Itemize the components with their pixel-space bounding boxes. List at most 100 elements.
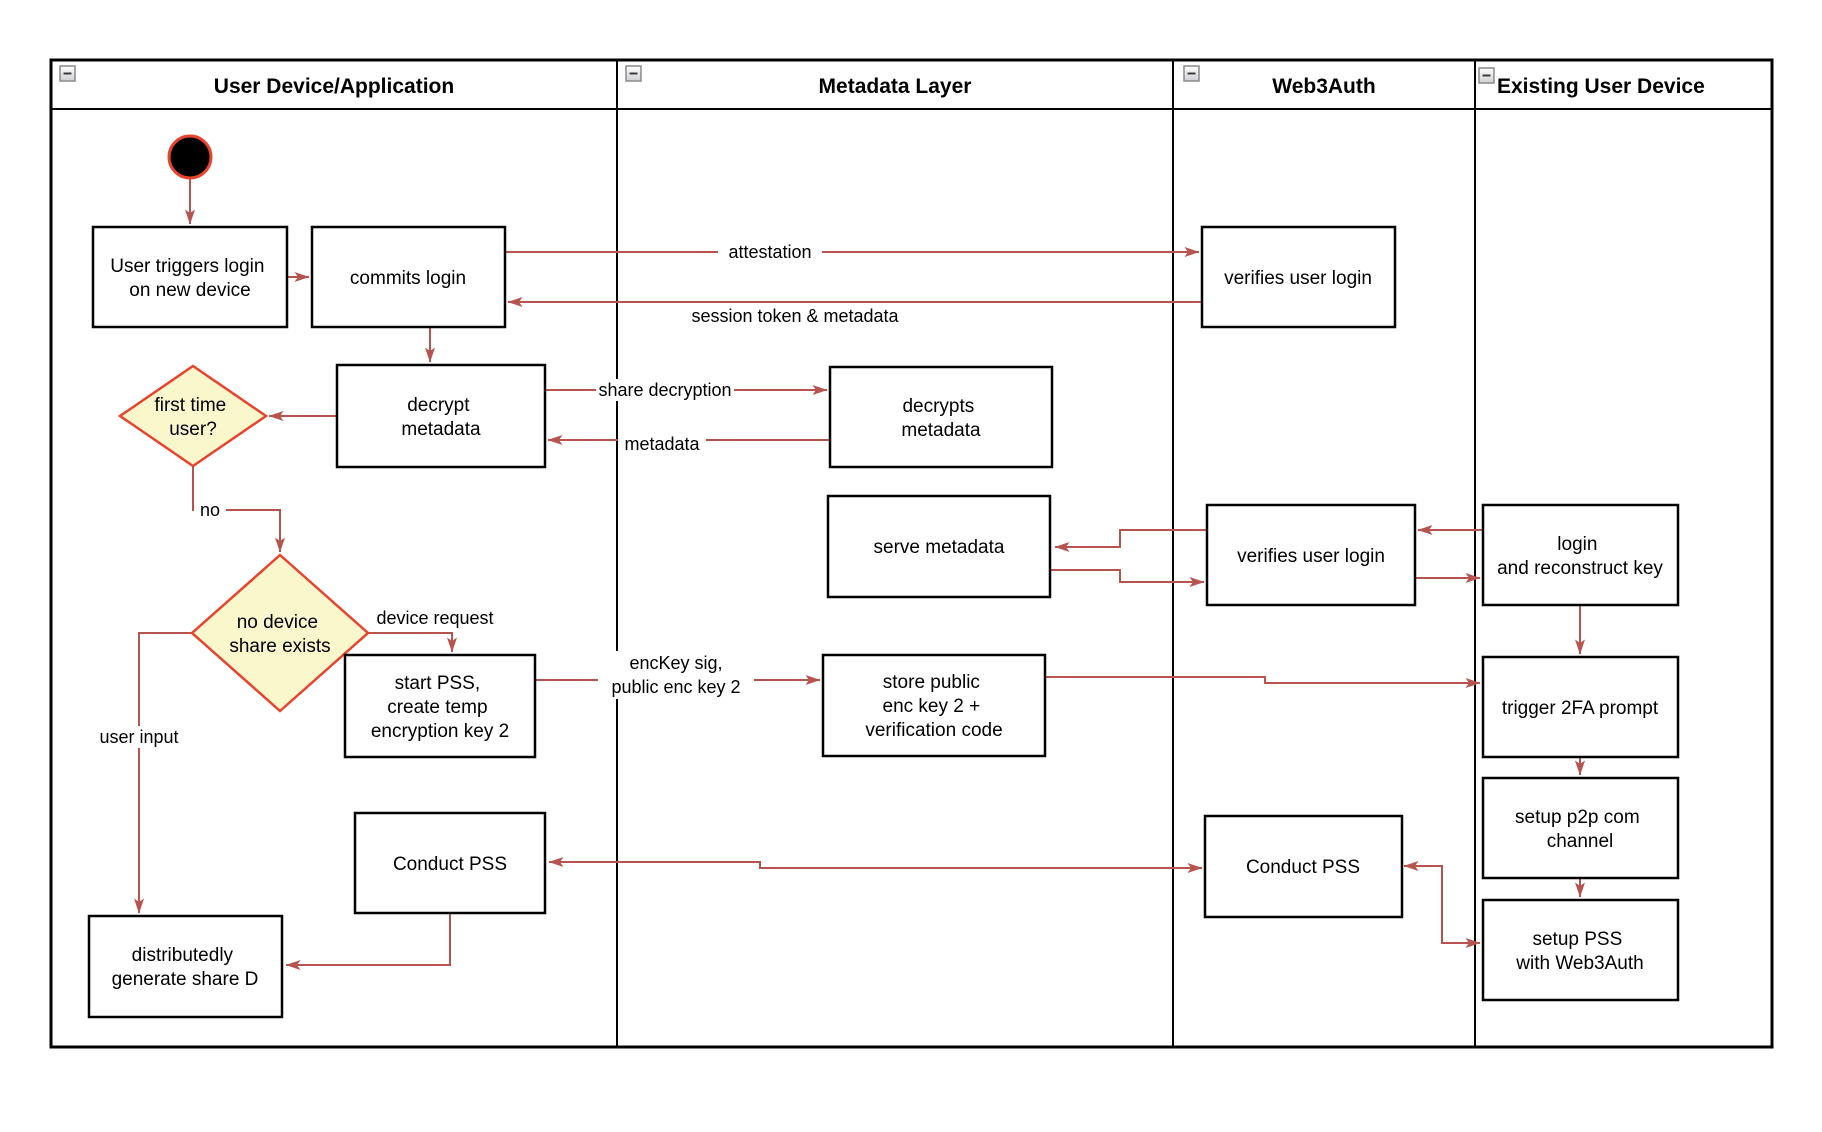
node-label: channel [1547, 831, 1614, 852]
svg-text:setup PSS with Web3Aut: setup PSS with Web3Auth [1515, 929, 1643, 974]
svg-text:distributedly generate: distributedly generate share D [112, 945, 259, 990]
node-label: create temp [387, 697, 487, 718]
edge-label-enckey-sig: encKey sig, [629, 653, 722, 673]
lane-title-web3auth: Web3Auth [1272, 75, 1375, 98]
edge-label-bg [618, 433, 706, 455]
node-label: verification code [865, 720, 1002, 741]
svg-text:Conduct PSS: Conduct PSS [1246, 857, 1360, 878]
node-start-pss[interactable]: start PSS, create temp encryption key 2 [343, 653, 537, 759]
edge-user-input [134, 632, 192, 914]
edge-verifies-to-serve [1054, 529, 1207, 552]
edge-label-attestation: attestation [728, 242, 811, 262]
node-conduct-pss-user[interactable]: Conduct PSS [353, 811, 547, 915]
node-label: setup p2p com [1515, 807, 1640, 828]
node-label: generate share D [112, 969, 259, 990]
node-store-public-key[interactable]: store public enc key 2 + verification co… [821, 653, 1047, 758]
edge-label-bg [596, 379, 734, 401]
lane-header-metadata: Metadata Layer [625, 65, 972, 98]
node-generate-share-d[interactable]: distributedly generate share D [87, 914, 284, 1019]
node-label: User triggers login [110, 256, 264, 277]
node-conduct-pss-web3auth[interactable]: Conduct PSS [1203, 814, 1404, 919]
node-label: Conduct PSS [1246, 857, 1360, 878]
lane-header-existing-device: Existing User Device [1478, 67, 1705, 98]
nodes: User triggers login on new device commit… [87, 134, 1680, 1019]
node-label: login [1557, 534, 1597, 555]
decision-no-device-share[interactable]: no device share exists [190, 553, 370, 713]
node-label: start PSS, [395, 673, 481, 694]
lane-title-existing-device: Existing User Device [1497, 75, 1705, 98]
edge-serve-to-verifies [1050, 569, 1205, 587]
edge-label-share-decryption: share decryption [598, 380, 731, 400]
edge-label-metadata: metadata [624, 434, 700, 454]
svg-text:first time user?: first time user? [154, 395, 231, 440]
svg-text:no device share exists: no device share exists [229, 612, 330, 657]
node-setup-pss-web3auth[interactable]: setup PSS with Web3Auth [1481, 898, 1680, 1002]
node-decrypt-metadata[interactable]: decrypt metadata [335, 363, 547, 469]
collapse-icon[interactable] [59, 65, 76, 82]
node-commits-login[interactable]: commits login [310, 225, 507, 329]
node-label: verifies user login [1237, 546, 1385, 567]
svg-text:User triggers login on: User triggers login on new device [110, 256, 269, 301]
edge-label-bg [598, 651, 754, 699]
lane-header-user-device: User Device/Application [59, 65, 454, 98]
lane-header-web3auth: Web3Auth [1183, 65, 1376, 98]
node-label: Conduct PSS [393, 854, 507, 875]
decision-label: no device [237, 612, 318, 633]
node-label: decrypt [407, 395, 470, 416]
edge-conduct-to-generate [285, 913, 451, 970]
node-label: commits login [350, 268, 466, 289]
node-label: enc key 2 + [883, 696, 981, 717]
collapse-icon[interactable] [1478, 67, 1495, 84]
svg-text:decrypts metadata: decrypts metadata [901, 396, 981, 441]
node-user-triggers-login[interactable]: User triggers login on new device [91, 225, 289, 329]
node-verifies-user-login-1[interactable]: verifies user login [1200, 225, 1397, 329]
node-label: trigger 2FA prompt [1502, 698, 1659, 719]
node-verifies-user-login-2[interactable]: verifies user login [1205, 503, 1417, 607]
decision-label: share exists [229, 636, 330, 657]
svg-text:commits login: commits login [350, 268, 466, 289]
svg-text:store public enc key 2: store public enc key 2 + verification co… [865, 672, 1002, 741]
edge-label-user-input: user input [99, 727, 178, 747]
node-setup-p2p[interactable]: setup p2p com channel [1481, 776, 1680, 880]
edge-label-bg [96, 726, 182, 748]
node-label: serve metadata [874, 537, 1005, 558]
svg-text:Conduct PSS: Conduct PSS [393, 854, 507, 875]
node-label: store public [883, 672, 980, 693]
lane-title-user-device: User Device/Application [214, 75, 454, 98]
node-label: metadata [901, 420, 981, 441]
node-decrypts-metadata[interactable]: decrypts metadata [828, 365, 1054, 469]
node-label: and reconstruct key [1497, 558, 1663, 579]
decision-label: first time [154, 395, 226, 416]
edge-label-bg [194, 499, 226, 521]
edge-conduct-pss-link [548, 857, 1203, 873]
node-serve-metadata[interactable]: serve metadata [826, 494, 1052, 599]
node-label: metadata [401, 419, 481, 440]
edge-label-session-token: session token & metadata [691, 306, 899, 326]
node-trigger-2fa[interactable]: trigger 2FA prompt [1481, 655, 1680, 759]
node-label: verifies user login [1224, 268, 1372, 289]
edge-label-device-request: device request [376, 608, 493, 628]
svg-text:verifies user login: verifies user login [1237, 546, 1385, 567]
collapse-icon[interactable] [625, 65, 642, 82]
svg-text:trigger 2FA prompt: trigger 2FA prompt [1502, 698, 1659, 719]
decision-label: user? [169, 419, 217, 440]
node-label: on new device [129, 280, 250, 301]
node-label: with Web3Auth [1515, 953, 1643, 974]
edge-store-to-2fa [1045, 676, 1481, 688]
node-label: encryption key 2 [371, 721, 509, 742]
svg-text:verifies user login: verifies user login [1224, 268, 1372, 289]
edge-label-no: no [200, 500, 220, 520]
collapse-icon[interactable] [1183, 65, 1200, 82]
svg-text:serve metadata: serve metadata [874, 537, 1005, 558]
decision-first-time-user[interactable]: first time user? [117, 364, 269, 468]
node-label: distributedly [132, 945, 234, 966]
node-login-reconstruct-key[interactable]: login and reconstruct key [1481, 503, 1680, 607]
svg-text:decrypt metadata: decrypt metadata [401, 395, 481, 440]
start-state[interactable] [167, 134, 213, 180]
node-label: decrypts [902, 396, 974, 417]
edge-setup-pss-to-conduct [1403, 861, 1481, 948]
edge-device-request [368, 632, 457, 653]
lane-title-metadata: Metadata Layer [819, 75, 972, 98]
edge-label-public-enc-key: public enc key 2 [611, 677, 740, 697]
